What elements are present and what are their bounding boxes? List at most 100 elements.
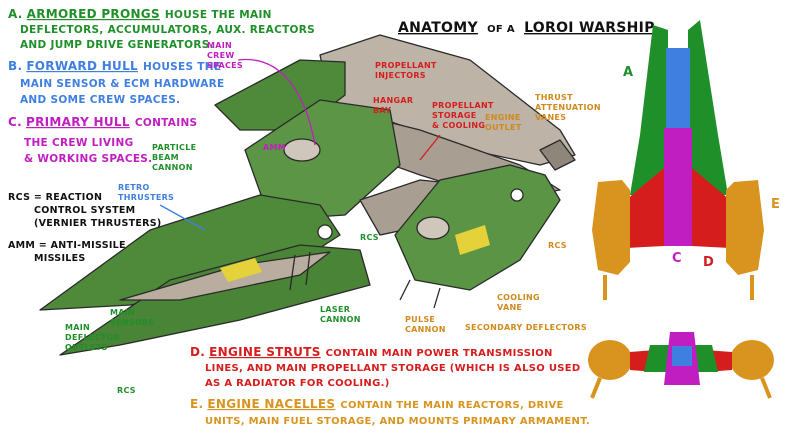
callout-label-line: VANES: [535, 113, 566, 122]
top-view-region-a: [688, 20, 718, 135]
callout-label-line: & COOLING: [432, 121, 485, 130]
front-view-region-e: [730, 340, 774, 380]
callout-label-line: RETRO: [118, 183, 150, 192]
callout-label-line: SENSORS: [110, 318, 155, 327]
top-view-label-a: A: [623, 65, 633, 80]
title-word-anatomy: ANATOMY: [398, 20, 478, 36]
callout-amm: AMM: [263, 143, 286, 152]
callout-label-line: PARTICLE: [152, 143, 196, 152]
callout-thrust-attenuation: THRUST ATTENUATION VANES: [535, 93, 601, 122]
pulse-cannon-barrel: [399, 279, 411, 301]
front-view-cannon: [760, 377, 772, 399]
callout-retro-thrusters: RETRO THRUSTERS: [118, 183, 174, 202]
callout-main-deflector: MAIN DEFLECTOR OUTLETS: [65, 323, 120, 352]
legend-b-name: FORWARD HULL: [26, 59, 138, 73]
front-view-region-e: [588, 340, 632, 380]
abbrev-rcs: RCS = REACTION CONTROL SYSTEM (VERNIER T…: [8, 192, 161, 229]
top-view-region-d: [692, 168, 730, 248]
callout-label-line: E. ENGINE NACELLES CONTAIN THE MAIN REACTO…: [190, 397, 564, 411]
abbrev-rcs-line: RCS = REACTION: [8, 192, 102, 203]
legend-e: E. ENGINE NACELLES CONTAIN THE MAIN REACTO…: [190, 397, 590, 427]
callout-label-line: BEAM: [152, 153, 179, 162]
callout-label-line: LASER: [320, 305, 350, 314]
callouts: MAIN CREW SPACES PROPELLANT INJECTORS HA…: [65, 41, 601, 395]
legend-e-line: CONTAIN THE MAIN REACTORS, DRIVE: [340, 400, 563, 411]
legend-a-line: AND JUMP DRIVE GENERATORS.: [20, 39, 214, 51]
callout-propellant-injectors: PROPELLANT INJECTORS: [375, 61, 437, 80]
callout-label-line: CANNON: [320, 315, 361, 324]
callout-label-line: CREW: [207, 51, 235, 60]
loroi-emblem: [510, 188, 524, 202]
callout-label-line: OUTLET: [485, 123, 522, 132]
callout-label-line: PROPELLANT: [432, 101, 494, 110]
callout-label-line: VANE: [497, 303, 522, 312]
legend-d-line: AS A RADIATOR FOR COOLING.): [205, 378, 390, 389]
legend-c-key: C.: [8, 115, 22, 129]
callout-label-line: ANATOMY OF A LOROI WARSHIP: [398, 20, 655, 36]
top-view-region-e: [726, 180, 764, 275]
callout-label-line: MAIN: [65, 323, 90, 332]
front-view-region-b: [672, 346, 692, 366]
legend-c-line: & WORKING SPACES.: [24, 153, 152, 165]
callout-label-line: COOLING: [497, 293, 540, 302]
legend-e-name: ENGINE NACELLES: [207, 397, 335, 411]
callout-label-line: PULSE: [405, 315, 435, 324]
callout-main-sensors: MAIN SENSORS: [110, 308, 155, 327]
top-view-region-e: [592, 180, 630, 275]
legend-e-line: UNITS, MAIN FUEL STORAGE, AND MOUNTS PRI…: [205, 416, 590, 427]
callout-label-line: BAY: [373, 106, 391, 115]
legend-a-name: ARMORED PRONGS: [27, 7, 160, 21]
callout-main-crew-spaces: MAIN CREW SPACES: [207, 41, 243, 70]
callout-label-line: SPACES: [207, 61, 243, 70]
top-view-region-d: [626, 168, 664, 248]
callout-label-line: HANGAR: [373, 96, 413, 105]
callout-label-line: CANNON: [405, 325, 446, 334]
top-view-region-c: [664, 128, 692, 246]
top-view-label-c: C: [672, 251, 682, 266]
legend-d-line: CONTAIN MAIN POWER TRANSMISSION: [326, 348, 553, 359]
callout-label-line: THRUST: [535, 93, 573, 102]
callout-label-line: OUTLETS: [65, 343, 108, 352]
legend-d-line: LINES, AND MAIN PROPELLANT STORAGE (WHIC…: [205, 363, 581, 374]
callout-rcs-mid: RCS: [360, 233, 379, 242]
callout-label-line: MAIN: [110, 308, 135, 317]
hazard-stripes: [220, 225, 490, 282]
abbrev-amm: AMM = ANTI-MISSILE MISSILES: [8, 240, 126, 264]
callout-hangar-bay: HANGAR BAY: [373, 96, 413, 115]
legend-d: D. ENGINE STRUTS CONTAIN MAIN POWER TRANSM…: [190, 345, 581, 389]
legend-c-line: THE CREW LIVING: [24, 137, 134, 149]
callout-label-line: ATTENUATION: [535, 103, 601, 112]
nacelle-turret: [416, 216, 450, 240]
legend-b-key: B.: [8, 59, 22, 73]
callout-secondary-deflectors: SECONDARY DEFLECTORS: [465, 323, 587, 332]
callout-label-line: THRUSTERS: [118, 193, 174, 202]
callout-label-line: MAIN: [207, 41, 232, 50]
callout-engine-outlet: ENGINE OUTLET: [485, 113, 522, 132]
laser-cannon-barrel: [289, 254, 296, 291]
front-view-cannon: [590, 377, 602, 399]
callout-pulse-cannon: PULSE CANNON: [405, 315, 446, 334]
legend-d-key: D.: [190, 345, 205, 359]
callout-label-line: PROPELLANT: [375, 61, 437, 70]
callout-label-line: CANNON: [152, 163, 193, 172]
legend-c-name: PRIMARY HULL: [26, 115, 130, 129]
abbrev-amm-line: MISSILES: [34, 253, 86, 264]
callout-label-line: INJECTORS: [375, 71, 426, 80]
top-view-label-e: E: [771, 197, 780, 212]
legend-e-key: E.: [190, 397, 203, 411]
top-view-labels: A B C D E: [623, 55, 780, 270]
legend-a-line: DEFLECTORS, ACCUMULATORS, AUX. REACTORS: [20, 24, 315, 36]
callout-label-line: DEFLECTOR: [65, 333, 120, 342]
laser-cannon-barrel: [305, 251, 311, 286]
abbrev-amm-line: AMM = ANTI-MISSILE: [8, 240, 126, 251]
diagram-title: ANATOMY OF A LOROI WARSHIP: [398, 20, 655, 36]
top-view-region-a: [640, 25, 668, 135]
title-word-ship: LOROI WARSHIP: [524, 20, 655, 36]
top-view-label-b: B: [672, 55, 682, 70]
legend-d-name: ENGINE STRUTS: [209, 345, 321, 359]
callout-label-line: STORAGE: [432, 111, 477, 120]
